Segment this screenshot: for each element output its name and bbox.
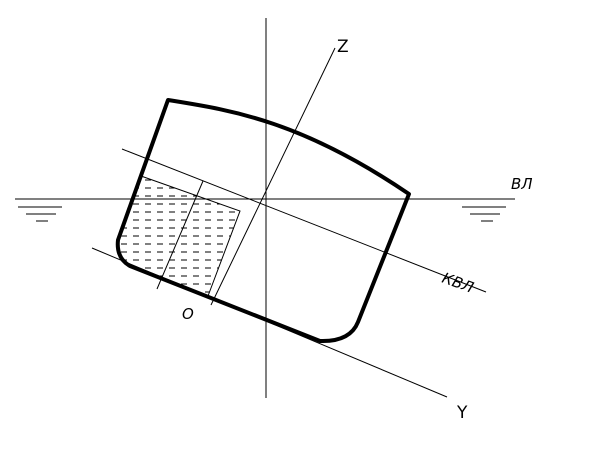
waterline-label: ВЛ xyxy=(511,175,533,193)
water-symbol-left xyxy=(18,206,62,222)
tank-vertical-line xyxy=(156,180,204,290)
design-waterline xyxy=(121,148,487,293)
z-axis-label: Z xyxy=(337,37,349,57)
water-symbol-right xyxy=(462,206,506,222)
origin-label: O xyxy=(182,305,194,323)
ship-hull-outline xyxy=(115,98,411,344)
design-waterline-label: КВЛ xyxy=(440,269,476,297)
tank-outline xyxy=(140,175,241,297)
z-axis-line xyxy=(210,47,336,306)
y-axis-label: Y xyxy=(456,403,468,423)
